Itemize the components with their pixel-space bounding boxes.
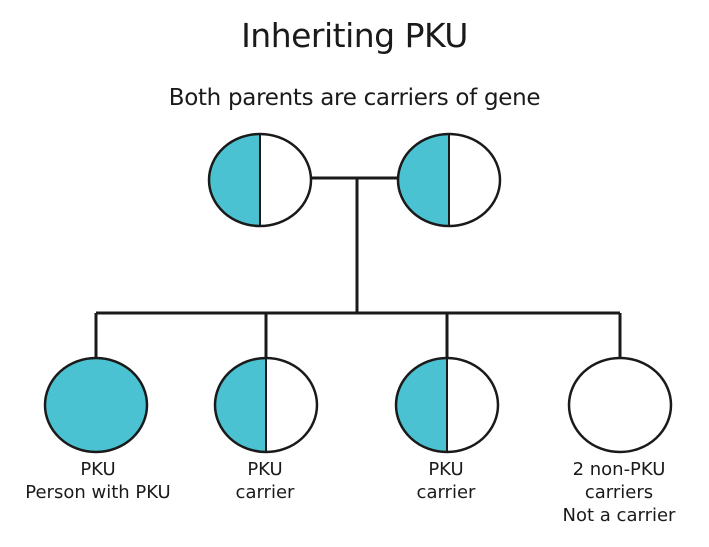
child-2-symbol xyxy=(213,356,319,454)
child-label-line: PKU xyxy=(428,459,464,480)
parent-1-symbol xyxy=(207,132,313,228)
child-label-unaffected: 2 non-PKU carriers Not a carrier xyxy=(529,458,709,527)
carrier-half-fill xyxy=(398,134,449,226)
diagram-title: Inheriting PKU xyxy=(241,16,468,55)
person-symbols xyxy=(43,132,673,454)
child-label-line: PKU xyxy=(247,459,283,480)
child-label-line: carriers xyxy=(584,482,654,503)
child-label-affected: PKU Person with PKU xyxy=(8,458,188,504)
child-label-line: Not a carrier xyxy=(562,505,676,526)
child-label-line: carrier xyxy=(235,482,295,503)
child-1-symbol xyxy=(43,356,149,454)
child-label-line: 2 non-PKU xyxy=(572,459,666,480)
child-label-carrier: PKU carrier xyxy=(356,458,536,504)
child-3-symbol xyxy=(394,356,500,454)
diagram-subtitle: Both parents are carriers of gene xyxy=(168,85,541,111)
child-label-line: PKU xyxy=(80,459,116,480)
carrier-half-fill xyxy=(209,134,260,226)
carrier-half-fill xyxy=(215,358,266,452)
child-label-line: Person with PKU xyxy=(25,482,171,503)
child-4-symbol xyxy=(567,356,673,454)
connector-lines xyxy=(94,176,622,357)
child-label-carrier: PKU carrier xyxy=(175,458,355,504)
carrier-half-fill xyxy=(396,358,447,452)
parent-2-symbol xyxy=(396,132,502,228)
child-label-line: carrier xyxy=(416,482,476,503)
